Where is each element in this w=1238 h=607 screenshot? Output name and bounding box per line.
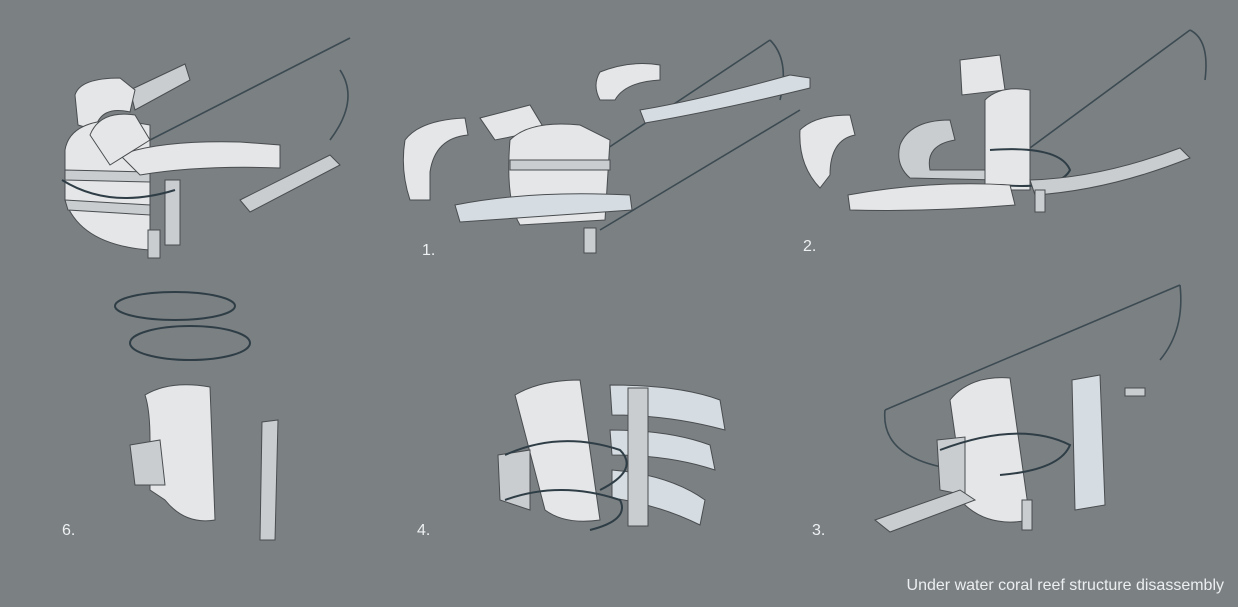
assembled-structure [61, 37, 351, 259]
step-2-structure [799, 29, 1207, 213]
step-1-structure [402, 39, 811, 254]
step-label-2: 2. [803, 238, 817, 255]
step-label-6: 6. [62, 522, 76, 539]
step-3-structure [873, 284, 1182, 533]
diagram-caption: Under water coral reef structure disasse… [906, 577, 1224, 594]
step-label-1: 1. [422, 242, 436, 259]
step-label-4: 4. [417, 522, 431, 539]
step-label-3: 3. [812, 522, 826, 539]
step-4-parts [497, 379, 726, 531]
step-6-parts [114, 291, 279, 541]
